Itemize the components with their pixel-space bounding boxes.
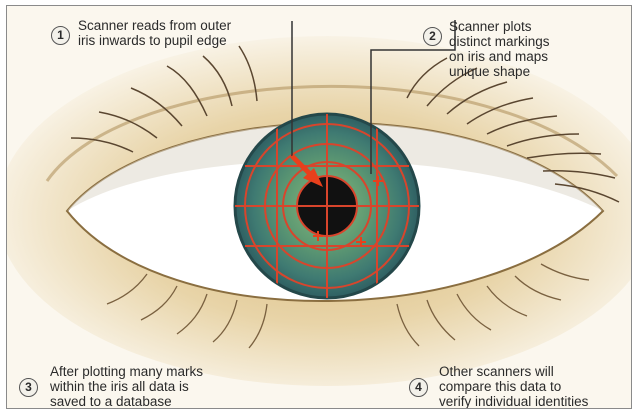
step-number-badge: 3 — [19, 378, 38, 397]
callout-1: 1 Scanner reads from outer iris inwards … — [51, 18, 231, 48]
step-number-badge: 4 — [409, 378, 428, 397]
step-number-badge: 2 — [423, 27, 442, 46]
callout-text: Scanner reads from outer iris inwards to… — [78, 18, 231, 48]
step-number-badge: 1 — [51, 26, 70, 45]
callout-text: Scanner plots distinct markings on iris … — [449, 19, 550, 79]
callout-4: 4 Other scanners will compare this data … — [409, 364, 588, 409]
callout-3: 3 After plotting many marks within the i… — [19, 364, 203, 409]
callout-text: Other scanners will compare this data to… — [439, 364, 588, 409]
figure-frame: 1 Scanner reads from outer iris inwards … — [6, 5, 632, 409]
callout-2: 2 Scanner plots distinct markings on iri… — [423, 19, 550, 79]
callout-text: After plotting many marks within the iri… — [50, 364, 203, 409]
